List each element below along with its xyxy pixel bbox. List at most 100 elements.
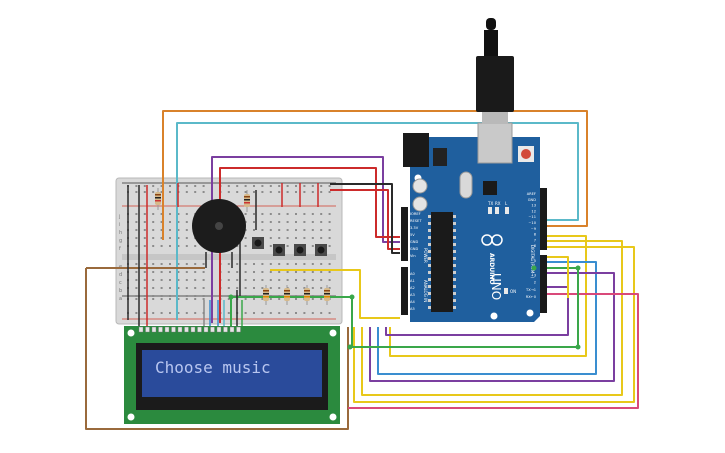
row-letter-a: a (119, 296, 122, 302)
pin-label-a1: A1 (410, 279, 415, 283)
wires (85, 110, 639, 430)
pin-label-digital-13: 2 (534, 281, 536, 285)
piezo-buzzer[interactable] (192, 199, 246, 268)
pin-label-digital-4: ~11 (528, 215, 536, 219)
power-pin-labels: IOREF RESET 3.3V 5V GND GND Vin (410, 212, 422, 258)
rx-led (495, 207, 499, 214)
pin-label-3v3: 3.3V (410, 226, 419, 230)
analog-pin-labels: A0 A1 A2 A3 A4 A5 (410, 272, 415, 311)
lcd-mount-hole (329, 413, 337, 421)
pin-label-a0: A0 (410, 272, 415, 276)
pin-label-digital-2: 13 (531, 204, 536, 208)
pin-label-digital-9: ~6 (531, 244, 537, 248)
capacitor (412, 178, 428, 194)
pin-label-digital-3: 12 (531, 209, 536, 213)
digital-header-low (540, 255, 547, 313)
resistor-6[interactable] (324, 285, 330, 305)
wire-purple-2[interactable] (385, 286, 569, 336)
wire-black-gnd[interactable] (330, 183, 400, 254)
wire-yellow-short[interactable] (546, 256, 569, 298)
pin-label-digital-14: TX→1 (525, 288, 536, 292)
tx-label: TX (487, 201, 493, 206)
push-buttons (252, 237, 327, 256)
lcd-mount-hole (127, 329, 135, 337)
row-letter-i: i (119, 222, 120, 228)
pin-label-digital-8: 7 (534, 238, 536, 242)
center-channel (122, 254, 336, 260)
pin-label-5v: 5V (410, 233, 415, 237)
atmega-chip (431, 212, 453, 312)
on-led (504, 288, 508, 294)
resistor-5[interactable] (304, 285, 310, 305)
crystal-oscillator (459, 171, 473, 199)
wire-pink[interactable] (348, 293, 639, 409)
wire-purple-1[interactable] (369, 272, 615, 382)
rx-label: RX (495, 201, 501, 206)
push-button-2[interactable] (273, 244, 285, 256)
lcd-mount-hole (127, 413, 135, 421)
mount-hole (526, 309, 534, 317)
pin-label-digital-12: ~3 (531, 273, 536, 277)
row-letter-b: b (119, 288, 122, 294)
lcd-screen (142, 350, 322, 397)
wire-green-gnd[interactable] (350, 267, 579, 348)
power-label: POWER (423, 248, 428, 263)
push-button-1[interactable] (252, 237, 264, 249)
pin-label-a5: A5 (410, 307, 415, 311)
lcd-mount-hole (329, 329, 337, 337)
usb-chip (483, 181, 497, 195)
pin-label-digital-15: RX←0 (526, 295, 537, 299)
reset-button[interactable] (521, 149, 531, 159)
usb-cable (476, 18, 514, 124)
pin-label-digital-10: ~5 (531, 259, 536, 263)
resistor-3[interactable] (263, 285, 269, 305)
push-button-4[interactable] (315, 244, 327, 256)
digital-header-high (540, 188, 547, 250)
resistor-2[interactable] (244, 190, 250, 212)
pin-label-reset: RESET (410, 219, 422, 223)
on-label: ON (510, 289, 516, 294)
row-letter-d: d (119, 272, 122, 278)
arduino-model: UNO (489, 273, 503, 300)
power-header (401, 207, 408, 261)
pin-label-digital-1: GND (528, 198, 536, 202)
push-button-3[interactable] (294, 244, 306, 256)
mount-hole (490, 312, 498, 320)
resistor-4[interactable] (284, 285, 290, 305)
pin-label-digital-6: ~9 (531, 227, 537, 231)
arduino-logo-text: ARDUINO (488, 253, 495, 284)
arduino-uno[interactable]: TX RX L ON ARDUINO UNO POWER ANALOG IN D… (401, 122, 547, 322)
pin-label-a4: A4 (410, 300, 415, 304)
l-led (505, 207, 509, 214)
chip-pins (428, 215, 456, 309)
wire-yellow-2[interactable] (361, 240, 623, 396)
lcd-16x2[interactable]: Choose music (124, 326, 340, 424)
row-letter-j: j (118, 214, 120, 220)
resistor-1[interactable] (155, 188, 161, 210)
wire-orange[interactable] (162, 110, 588, 240)
row-letter-f: f (119, 246, 121, 252)
analog-header (401, 267, 408, 315)
pin-label-digital-0: AREF (527, 192, 536, 196)
pin-label-gnd2: GND (410, 247, 418, 251)
analog-label: ANALOG IN (423, 280, 428, 302)
capacitor (412, 196, 428, 212)
arduino-logo (481, 234, 503, 246)
wire-brown-loop[interactable] (85, 268, 349, 430)
dc-power-jack[interactable] (403, 133, 429, 167)
lcd-text: Choose music (155, 358, 271, 377)
wire-blue[interactable] (377, 261, 597, 375)
pin-label-ioref: IOREF (410, 212, 421, 216)
pin-label-a2: A2 (410, 286, 415, 290)
digital-label: DIGITAL (PWM~) (530, 245, 535, 279)
wire-red-5v[interactable] (330, 189, 400, 250)
l-label: L (505, 201, 508, 206)
usb-port[interactable] (477, 122, 513, 164)
pin-label-digital-5: ~10 (528, 221, 536, 225)
wire-yellow-a5[interactable] (270, 269, 400, 319)
row-letter-c: c (119, 280, 122, 286)
wire-yellow-3[interactable] (353, 246, 635, 403)
wire-teal[interactable] (176, 122, 579, 320)
